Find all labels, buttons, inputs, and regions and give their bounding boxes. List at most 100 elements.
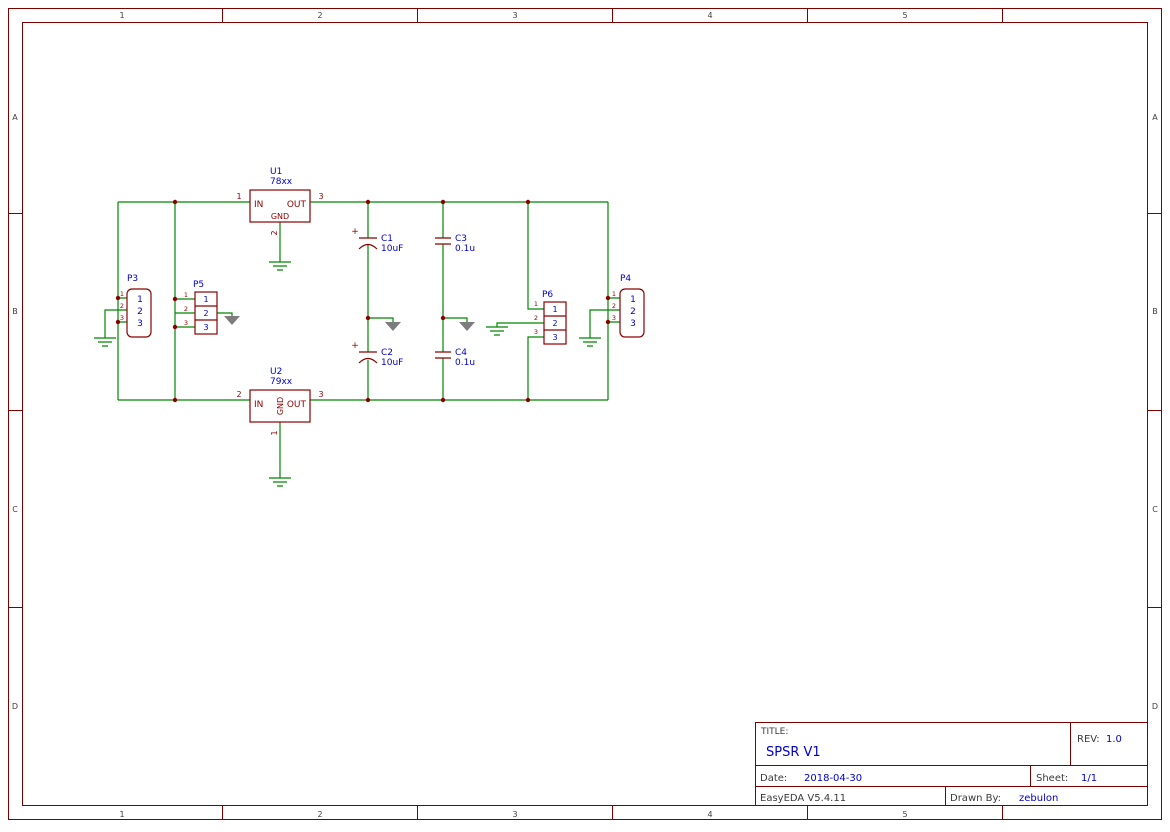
- p4-pin-name: 2: [630, 307, 636, 317]
- c1-polarity-mark: +: [351, 227, 359, 237]
- u1-pin-label-out: OUT: [287, 200, 307, 210]
- component-c2-capacitor[interactable]: + C2 10uF: [351, 341, 403, 368]
- component-c1-capacitor[interactable]: + C1 10uF: [351, 227, 403, 254]
- c2-refdes: C2: [381, 348, 393, 358]
- p3-refdes: P3: [127, 274, 138, 284]
- u2-value: 79xx: [270, 377, 293, 387]
- frame-inner-border: [22, 22, 1148, 806]
- u2-pin-number-gnd: 1: [270, 430, 279, 435]
- u2-pin-label-gnd: GND: [276, 397, 285, 415]
- p6-cell-dividers: [544, 315, 566, 331]
- c2-plate-bottom: [358, 357, 378, 364]
- u2-body: [249, 389, 311, 423]
- c1-plate-bottom: [358, 243, 378, 250]
- p4-refdes: P4: [620, 274, 631, 284]
- p5-pin-name: 1: [203, 295, 208, 304]
- junction-dot: [172, 296, 178, 302]
- earth-ground-icon: [486, 326, 508, 336]
- frame-outer-border: [8, 8, 1162, 820]
- c1-refdes: C1: [381, 234, 393, 244]
- component-c3-capacitor[interactable]: C3 0.1u: [435, 234, 475, 254]
- software-version: EasyEDA V5.4.11: [760, 793, 846, 804]
- p4-pin-number: 3: [612, 314, 616, 322]
- c4-value: 0.1u: [455, 358, 475, 368]
- sheet-title[interactable]: SPSR V1: [766, 745, 821, 760]
- c4-plates: [435, 351, 451, 359]
- c4-refdes: C4: [455, 348, 467, 358]
- wire-p6-pins: [496, 202, 544, 400]
- junction-dot: [115, 295, 121, 301]
- p4-body: [619, 288, 645, 338]
- frame-row-label: B: [12, 307, 18, 316]
- p5-pin-number: 2: [184, 305, 188, 313]
- ground-symbols: [94, 261, 601, 487]
- component-p6-connector[interactable]: P6 1 2 3 1 2 3: [534, 290, 567, 345]
- c1-value: 10uF: [381, 244, 403, 254]
- component-p4-connector[interactable]: P4 1 2 3 1 2 3: [612, 274, 645, 338]
- sheet-frame: 1 2 3 4 5 1 2 3 4 5 A B C D A B C D: [8, 8, 1162, 820]
- p3-body: [126, 288, 152, 338]
- p3-pin-number: 2: [120, 302, 124, 310]
- u1-pin-label-gnd: GND: [271, 212, 289, 221]
- p4-pin-number: 1: [612, 290, 616, 298]
- frame-column-label: 3: [512, 810, 517, 819]
- junction-dot: [440, 397, 446, 403]
- component-u2-regulator[interactable]: U2 79xx IN OUT GND 2 3 1: [236, 367, 323, 436]
- p4-pin-name: 1: [630, 295, 636, 305]
- junction-dot: [365, 397, 371, 403]
- drawn-by-value[interactable]: zebulon: [1019, 793, 1058, 804]
- junction-dot: [365, 315, 371, 321]
- earth-ground-icon: [579, 337, 601, 347]
- c3-refdes: C3: [455, 234, 467, 244]
- c2-polarity-mark: +: [351, 341, 359, 351]
- u1-pin-number-gnd: 2: [270, 230, 279, 235]
- signal-ground-icon: [224, 316, 240, 325]
- component-p5-connector[interactable]: P5 1 2 3 1 2 3: [184, 280, 218, 335]
- component-u1-regulator[interactable]: U1 78xx IN OUT GND 1 3 2: [236, 167, 323, 236]
- frame-column-label: 5: [902, 11, 907, 20]
- frame-row-label: A: [12, 113, 18, 122]
- component-p3-connector[interactable]: P3 1 2 3 1 2 3: [120, 274, 152, 338]
- c2-value: 10uF: [381, 358, 403, 368]
- frame-row-ticks: [8, 213, 1162, 608]
- drawn-by-label: Drawn By:: [950, 793, 1001, 804]
- wire-c1-c2-branch: [367, 202, 394, 400]
- junction-dot: [605, 295, 611, 301]
- u1-pin-number-in: 1: [236, 192, 241, 201]
- frame-column-label: 4: [707, 810, 712, 819]
- component-c4-capacitor[interactable]: C4 0.1u: [435, 348, 475, 368]
- p5-body: [194, 291, 218, 335]
- signal-ground-icon: [385, 322, 401, 331]
- junction-dot: [365, 199, 371, 205]
- p6-pin-number: 3: [534, 328, 538, 336]
- sheet-value[interactable]: 1/1: [1081, 773, 1097, 784]
- junction-dot: [525, 397, 531, 403]
- p5-pin-name: 3: [203, 323, 208, 332]
- p6-pin-number: 2: [534, 314, 538, 322]
- frame-row-label: D: [12, 702, 18, 711]
- earth-ground-icon: [269, 477, 291, 487]
- junction-dot: [172, 199, 178, 205]
- p3-pin-number: 1: [120, 290, 124, 298]
- frame-row-label: A: [1152, 113, 1158, 122]
- rev-label: REV:: [1077, 734, 1100, 745]
- frame-column-label: 1: [119, 11, 124, 20]
- u2-pin-number-out: 3: [318, 390, 323, 399]
- p6-refdes: P6: [542, 290, 553, 300]
- u2-pin-label-in: IN: [254, 400, 263, 410]
- p3-pin-number: 3: [120, 314, 124, 322]
- p4-pin-number: 2: [612, 302, 616, 310]
- title-block-border: [755, 722, 1148, 806]
- rev-value[interactable]: 1.0: [1106, 734, 1122, 745]
- earth-ground-icon: [269, 261, 291, 271]
- p6-body: [543, 301, 567, 345]
- date-label: Date:: [760, 773, 787, 784]
- frame-row-label: D: [1152, 702, 1158, 711]
- wire-p5-pins: [175, 298, 233, 328]
- junction-dot: [115, 319, 121, 325]
- wires: [104, 201, 620, 478]
- date-value[interactable]: 2018-04-30: [804, 773, 862, 784]
- frame-column-label: 2: [317, 11, 322, 20]
- junction-dot: [172, 397, 178, 403]
